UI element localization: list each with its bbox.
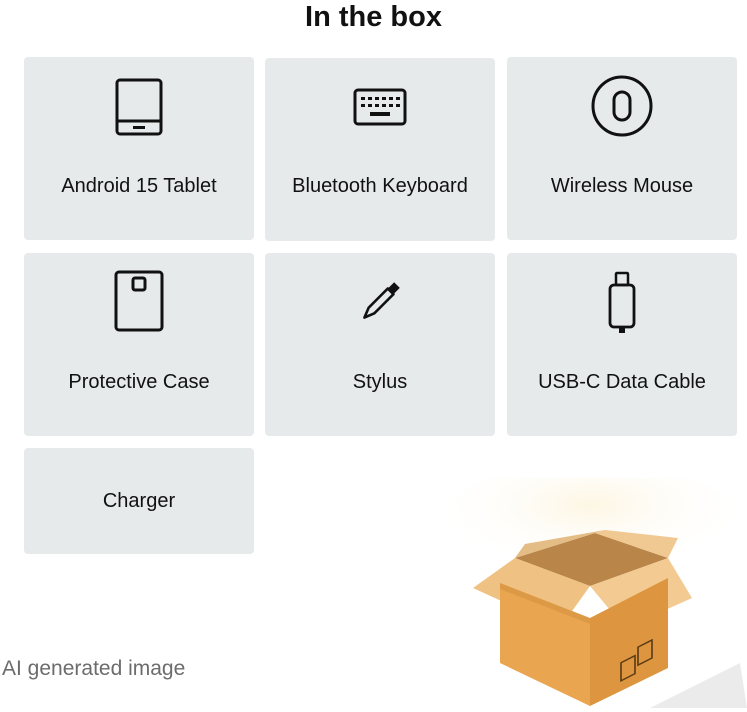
cardboard-box-illustration	[440, 478, 747, 708]
item-label: Wireless Mouse	[550, 175, 694, 197]
item-label: Bluetooth Keyboard	[292, 175, 468, 197]
item-card-keyboard: Bluetooth Keyboard	[265, 58, 495, 241]
item-card-charger: Charger	[24, 448, 254, 554]
item-label: Stylus	[352, 371, 408, 393]
item-label: Protective Case	[68, 371, 210, 393]
item-label: USB-C Data Cable	[538, 371, 706, 393]
stylus-icon	[363, 282, 400, 319]
keyboard-icon	[353, 88, 407, 126]
tablet-icon	[115, 78, 163, 136]
usb-cable-icon	[608, 271, 636, 333]
item-card-stylus: Stylus	[265, 253, 495, 436]
mouse-icon	[591, 75, 653, 137]
item-card-usb-cable: USB-C Data Cable	[507, 253, 737, 436]
item-card-tablet: Android 15 Tablet	[24, 57, 254, 240]
item-label: Charger	[102, 490, 176, 512]
item-card-mouse: Wireless Mouse	[507, 57, 737, 240]
page-title: In the box	[305, 1, 442, 33]
item-label: Android 15 Tablet	[61, 175, 217, 197]
case-icon	[114, 270, 164, 332]
item-card-case: Protective Case	[24, 253, 254, 436]
ai-generated-note: AI generated image	[2, 657, 186, 680]
